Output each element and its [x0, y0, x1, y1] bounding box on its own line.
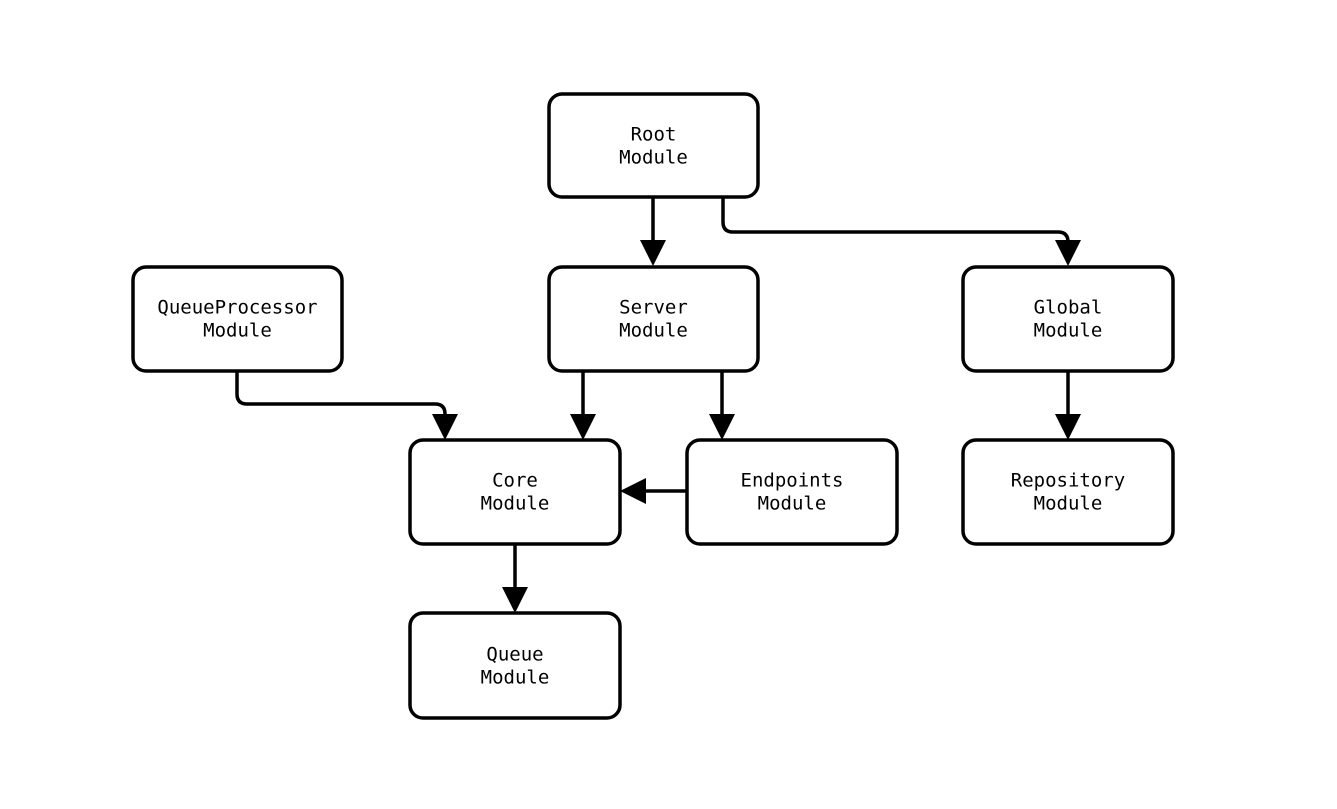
arrowhead-core-to-queue — [502, 587, 528, 613]
edge-root-to-server — [640, 197, 666, 266]
node-global-module[interactable]: Global Module — [961, 265, 1175, 373]
node-endpoints-module-box[interactable] — [685, 438, 899, 546]
arrowhead-root-to-server — [640, 240, 666, 266]
node-queue-module-label-line2: Module — [481, 667, 550, 689]
node-repository-module-label-line2: Module — [1034, 493, 1103, 515]
arrowhead-global-to-repository — [1055, 414, 1081, 440]
node-global-module-label-line1: Global — [1034, 297, 1103, 319]
node-endpoints-module-label-line1: Endpoints — [741, 470, 844, 492]
node-root-module-label-line1: Root — [631, 124, 677, 146]
node-queue-module[interactable]: Queue Module — [408, 611, 622, 720]
node-global-module-label-line2: Module — [1034, 320, 1103, 342]
edge-queueprocessor-to-core — [235, 371, 458, 440]
node-server-module-label-line1: Server — [619, 297, 688, 319]
node-core-module[interactable]: Core Module — [408, 438, 622, 546]
node-queue-module-box[interactable] — [408, 611, 622, 720]
arrowhead-server-to-endpoints — [709, 414, 735, 440]
node-server-module[interactable]: Server Module — [547, 265, 760, 373]
edge-server-to-endpoints — [709, 371, 735, 440]
arrowhead-endpoints-to-core — [620, 478, 646, 504]
node-layer: Root Module QueueProcessor Module Server… — [131, 92, 1175, 720]
arrowhead-root-to-global — [1055, 240, 1081, 266]
node-queueprocessor-module[interactable]: QueueProcessor Module — [131, 265, 344, 373]
node-repository-module[interactable]: Repository Module — [961, 438, 1175, 546]
node-core-module-label-line2: Module — [481, 493, 550, 515]
edge-layer — [235, 197, 1081, 613]
node-queueprocessor-module-box[interactable] — [131, 265, 344, 373]
node-core-module-label-line1: Core — [492, 470, 538, 492]
node-core-module-box[interactable] — [408, 438, 622, 546]
node-root-module-box[interactable] — [547, 92, 760, 199]
node-root-module-label-line2: Module — [619, 147, 688, 169]
edge-core-to-queue — [502, 544, 528, 613]
node-endpoints-module[interactable]: Endpoints Module — [685, 438, 899, 546]
arrowhead-queueprocessor-to-core — [432, 414, 458, 440]
edge-server-to-core — [570, 371, 596, 440]
arrowhead-server-to-core — [570, 414, 596, 440]
node-server-module-label-line2: Module — [619, 320, 688, 342]
node-endpoints-module-label-line2: Module — [758, 493, 827, 515]
edge-root-to-global — [721, 197, 1081, 266]
node-queue-module-label-line1: Queue — [486, 644, 543, 666]
node-global-module-box[interactable] — [961, 265, 1175, 373]
node-repository-module-label-line1: Repository — [1011, 470, 1125, 492]
node-queueprocessor-module-label-line2: Module — [203, 320, 272, 342]
node-queueprocessor-module-label-line1: QueueProcessor — [157, 297, 317, 319]
node-repository-module-box[interactable] — [961, 438, 1175, 546]
edge-endpoints-to-core — [620, 478, 687, 504]
node-server-module-box[interactable] — [547, 265, 760, 373]
edge-global-to-repository — [1055, 371, 1081, 440]
node-root-module[interactable]: Root Module — [547, 92, 760, 199]
